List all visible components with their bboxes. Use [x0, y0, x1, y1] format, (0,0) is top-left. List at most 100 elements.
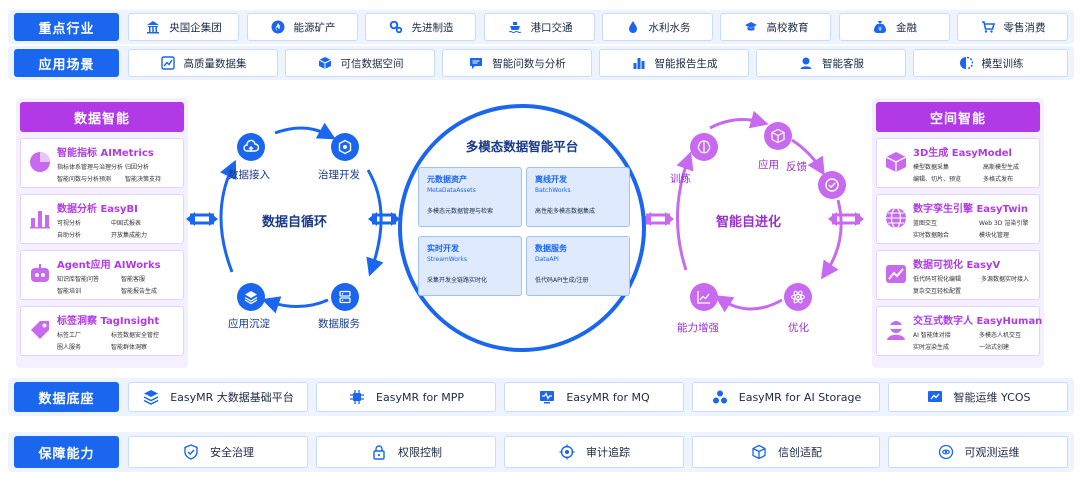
- industry-label: 高校教育: [766, 21, 809, 34]
- loop-arrow: [820, 199, 843, 280]
- card-feature: 模块化管理: [979, 232, 1010, 239]
- cluster-icon: [711, 388, 729, 406]
- brain-icon: [690, 133, 718, 161]
- double-arrow-right: [828, 212, 864, 226]
- module-title: 数据服务: [535, 244, 567, 253]
- module-description: 低代码API生成/注册: [535, 277, 589, 284]
- industry-label: 能源矿产: [293, 21, 336, 34]
- scenario-item: 智能问数与分析: [442, 49, 592, 77]
- card-title: Agent应用 AIWorks: [57, 260, 161, 271]
- box-icon: [764, 122, 792, 150]
- loop-arrow: [274, 122, 336, 140]
- industry-item: 水利水务: [602, 13, 713, 41]
- assurance-item: 信创适配: [692, 436, 880, 468]
- assurance-item-label: 权限控制: [398, 446, 442, 459]
- product-card: 标签洞察 TagInsight 标签工厂 标签数据安全管控 圈人服务 智能群体洞…: [20, 306, 184, 356]
- spatial-intelligence-title: 空间智能: [876, 102, 1040, 132]
- foundation-label: 数据底座: [14, 382, 119, 412]
- product-card: 数据分析 EasyBI 可视分析 中国式报表 自助分析 开放集成能力: [20, 194, 184, 244]
- server-icon: [331, 283, 359, 311]
- module-description: 采集开发全链路实时化: [427, 277, 488, 284]
- loop-arrow: [219, 159, 237, 273]
- loop-node-label: 能力增强: [677, 322, 719, 334]
- assurance-item: 可观测运维: [888, 436, 1068, 468]
- industry-item: 零售消费: [957, 13, 1068, 41]
- product-card: 数据可视化 EasyV 低代码可视化编辑 多源数据实时接入 复杂交互轻松配置: [876, 250, 1040, 300]
- card-feature: 智能客服: [121, 276, 146, 283]
- loop-node-label: 反馈: [786, 161, 807, 173]
- module-title: 元数据资产: [427, 175, 467, 184]
- right-loop-title: 智能自进化: [716, 215, 782, 230]
- product-card: 交互式数字人 EasyHuman AI 智能体对接 多模态人机交互 实时渲染生成…: [876, 306, 1042, 356]
- industry-label: 央国企集团: [169, 21, 222, 34]
- card-feature: 编辑、切片、预览: [913, 176, 962, 183]
- cloud-upload-icon: [237, 133, 265, 161]
- scenario-label: 高质量数据集: [183, 57, 247, 70]
- flame-icon: [270, 19, 286, 35]
- money-bag-icon: ¥: [872, 19, 888, 35]
- foundation-item-label: EasyMR for MQ: [566, 390, 650, 404]
- graduation-cap-icon: [743, 19, 759, 35]
- globe-icon: [883, 205, 909, 231]
- foundation-item-label: 智能运维 YCOS: [953, 391, 1031, 404]
- assurance-item-label: 信创适配: [778, 446, 822, 459]
- card-feature: 智能报告生成: [121, 288, 158, 295]
- scenario-label: 智能客服: [822, 57, 864, 70]
- loop-arrow: [709, 110, 769, 130]
- gears-icon: [388, 19, 404, 35]
- card-feature: 归因分析: [125, 164, 150, 171]
- module-description: 高性能多模态数据集成: [535, 208, 596, 215]
- cube-3d-icon: [883, 149, 909, 175]
- spatial-intelligence-panel: 空间智能 3D生成 EasyModel 模型数据采集 高斯模型生成 编辑、切片、…: [872, 98, 1044, 368]
- lock-icon: [370, 443, 388, 461]
- assurance-item: 权限控制: [316, 436, 496, 468]
- module-description: 多模态元数据管理与检索: [427, 208, 494, 215]
- product-card: 智能指标 AIMetrics 指标体系管理与治理分析 归因分析 智能问数与分析预…: [20, 138, 184, 188]
- card-feature: 智能问数与分析预测: [57, 176, 112, 183]
- agent-icon: [798, 55, 814, 71]
- assurance-item: 审计追踪: [504, 436, 684, 468]
- industries-label: 重点行业: [14, 13, 119, 41]
- bar-chart-icon: [631, 55, 647, 71]
- card-feature: 实时渲染生成: [913, 344, 950, 351]
- industry-item: 先进制造: [365, 13, 476, 41]
- scenarios-label: 应用场景: [14, 49, 119, 77]
- loop-arrow: [261, 296, 329, 314]
- chat-icon: [468, 55, 484, 71]
- foundation-band: 数据底座 EasyMR 大数据基础平台 EasyMR for MPP EasyM…: [8, 378, 1074, 416]
- scenario-item: 高质量数据集: [128, 49, 278, 77]
- scenario-label: 智能问数与分析: [492, 57, 566, 70]
- ship-icon: [507, 19, 523, 35]
- card-title: 标签洞察 TagInsight: [57, 316, 160, 327]
- bank-icon: [145, 19, 161, 35]
- assurance-item: 安全治理: [128, 436, 308, 468]
- svg-text:¥: ¥: [878, 26, 882, 33]
- chip-icon: [348, 388, 366, 406]
- scenario-label: 可信数据空间: [340, 57, 404, 70]
- line-chart-icon: [160, 55, 176, 71]
- card-feature: 标签数据安全管控: [111, 332, 160, 339]
- loop-node-label: 应用沉淀: [228, 318, 270, 330]
- industries-band: 重点行业 央国企集团 能源矿产 先进制造 港口交通 水利水务 高校教育 ¥ 金融: [8, 10, 1074, 44]
- scenario-label: 模型训练: [981, 57, 1024, 70]
- product-card: 数字孪生引擎 EasyTwin 蓝图交互 Web 3D 渲染引擎 实时数据融合 …: [876, 194, 1040, 244]
- card-title: 3D生成 EasyModel: [913, 148, 1012, 159]
- card-feature: 多格式发布: [983, 176, 1014, 183]
- industry-item: 能源矿产: [247, 13, 358, 41]
- product-card: Agent应用 AIWorks 知识库智能问答 智能客服 智能培训 智能报告生成: [20, 250, 184, 300]
- trend-chart-icon: [883, 261, 909, 287]
- card-feature: 一站式创建: [979, 344, 1010, 351]
- scenarios-band: 应用场景 高质量数据集 可信数据空间 智能问数与分析 智能报告生成 智能客服 模…: [8, 46, 1074, 80]
- data-intelligence-panel: 数据智能 智能指标 AIMetrics 指标体系管理与治理分析 归因分析 智能问…: [16, 98, 188, 368]
- foundation-item-label: EasyMR 大数据基础平台: [170, 391, 294, 404]
- left-loop-title: 数据自循环: [262, 215, 328, 230]
- platform-module: 离线开发 BatchWorks 高性能多模态数据集成: [526, 167, 630, 227]
- ops-icon: [926, 388, 944, 406]
- assurance-item-label: 审计追踪: [586, 446, 630, 459]
- loop-node-label: 应用: [758, 159, 779, 171]
- product-card: 3D生成 EasyModel 模型数据采集 高斯模型生成 编辑、切片、预览 多格…: [876, 138, 1040, 188]
- card-feature: 开放集成能力: [111, 232, 148, 239]
- card-title: 数据可视化 EasyV: [913, 260, 1001, 271]
- industry-item: ¥ 金融: [839, 13, 950, 41]
- card-feature: AI 智能体对接: [913, 332, 951, 339]
